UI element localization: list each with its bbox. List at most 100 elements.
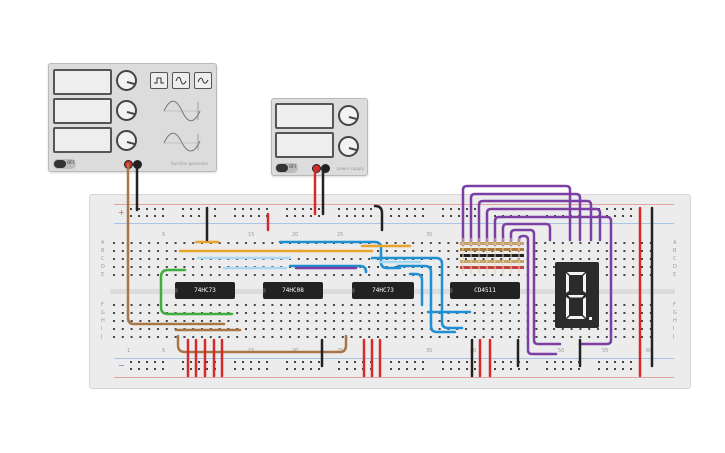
purple-wire bbox=[469, 192, 582, 247]
breadboard-hole bbox=[306, 336, 309, 338]
ic-74hc73-2[interactable]: 74HC73 bbox=[352, 282, 414, 299]
breadboard-hole bbox=[253, 274, 256, 276]
breadboard-hole bbox=[157, 258, 159, 260]
breadboard-hole bbox=[394, 304, 397, 306]
breadboard-hole bbox=[482, 304, 485, 306]
breadboard-hole bbox=[227, 336, 230, 338]
fg-frequency-knob[interactable] bbox=[116, 70, 137, 91]
breadboard-hole bbox=[482, 328, 485, 330]
breadboard-hole bbox=[553, 328, 555, 330]
breadboard-hole bbox=[262, 320, 265, 322]
ps-positive-terminal[interactable] bbox=[312, 164, 321, 173]
breadboard-hole bbox=[253, 328, 256, 330]
breadboard-hole bbox=[139, 328, 142, 330]
breadboard-hole bbox=[442, 215, 444, 217]
breadboard-hole bbox=[412, 304, 415, 306]
breadboard-hole bbox=[614, 266, 617, 268]
breadboard-hole bbox=[535, 328, 538, 330]
ps-display-voltage bbox=[275, 103, 334, 129]
breadboard-hole bbox=[491, 312, 494, 314]
breadboard-hole bbox=[350, 336, 353, 338]
sine-wave-button[interactable] bbox=[194, 72, 212, 89]
breadboard-hole bbox=[315, 320, 318, 322]
breadboard-hole bbox=[289, 336, 291, 338]
breadboard-hole bbox=[324, 258, 327, 260]
breadboard-hole bbox=[398, 368, 400, 370]
breadboard-hole bbox=[438, 242, 441, 244]
breadboard-hole bbox=[465, 336, 467, 338]
top-col-label: 20 bbox=[292, 232, 299, 238]
breadboard-hole bbox=[280, 304, 283, 306]
breadboard-hole bbox=[385, 274, 388, 276]
ps-power-toggle[interactable]: OFF bbox=[275, 163, 298, 173]
breadboard-hole bbox=[377, 274, 379, 276]
breadboard-hole bbox=[377, 304, 379, 306]
square-wave-button[interactable] bbox=[150, 72, 168, 89]
row-label-right: A bbox=[673, 240, 677, 246]
breadboard-hole bbox=[183, 336, 186, 338]
breadboard-hole bbox=[139, 320, 142, 322]
triangle-wave-button[interactable] bbox=[172, 72, 190, 89]
breadboard-hole bbox=[570, 328, 573, 330]
ps-current-knob[interactable] bbox=[338, 136, 359, 157]
breadboard-hole bbox=[553, 304, 555, 306]
breadboard-hole bbox=[491, 320, 494, 322]
fg-offset-knob[interactable] bbox=[116, 130, 137, 151]
breadboard-hole bbox=[324, 274, 327, 276]
breadboard-hole bbox=[482, 320, 485, 322]
bottom-col-label: 55 bbox=[602, 348, 609, 354]
breadboard-hole bbox=[253, 242, 256, 244]
breadboard-hole bbox=[359, 274, 362, 276]
breadboard-hole bbox=[286, 208, 288, 210]
breadboard-hole bbox=[473, 328, 476, 330]
breadboard-hole bbox=[121, 312, 124, 314]
breadboard-hole bbox=[544, 336, 547, 338]
breadboard-hole bbox=[544, 274, 547, 276]
top-col-label: 5 bbox=[162, 232, 166, 238]
fg-power-toggle[interactable]: OFF bbox=[53, 159, 76, 169]
breadboard-hole bbox=[403, 242, 406, 244]
rail-plus-icon: + bbox=[118, 208, 125, 217]
ps-negative-terminal[interactable] bbox=[321, 164, 330, 173]
breadboard-hole bbox=[535, 274, 538, 276]
ps-voltage-knob[interactable] bbox=[338, 105, 359, 126]
breadboard-hole bbox=[447, 274, 450, 276]
fg-amplitude-knob[interactable] bbox=[116, 100, 137, 121]
breadboard-hole bbox=[570, 258, 573, 260]
ic-74hc73-1[interactable]: 74HC73 bbox=[175, 282, 235, 299]
row-label-right: I bbox=[673, 326, 675, 332]
breadboard-hole bbox=[183, 258, 186, 260]
ic-cd4511[interactable]: CD4511 bbox=[450, 282, 520, 299]
breadboard-hole bbox=[362, 208, 364, 210]
breadboard-hole bbox=[346, 368, 348, 370]
breadboard-hole bbox=[570, 368, 572, 370]
breadboard-hole bbox=[473, 258, 476, 260]
breadboard-hole bbox=[473, 304, 476, 306]
breadboard-hole bbox=[154, 208, 156, 210]
breadboard-hole bbox=[422, 215, 424, 217]
breadboard-hole bbox=[306, 312, 309, 314]
breadboard-hole bbox=[359, 336, 362, 338]
seven-segment-display[interactable]: 8. bbox=[555, 262, 599, 328]
breadboard-hole bbox=[390, 361, 392, 363]
breadboard-hole bbox=[622, 361, 624, 363]
breadboard-hole bbox=[605, 336, 608, 338]
breadboard-hole bbox=[632, 250, 635, 252]
breadboard-hole bbox=[588, 328, 591, 330]
ic-74hc08[interactable]: 74HC08 bbox=[263, 282, 323, 299]
breadboard-hole bbox=[494, 361, 496, 363]
right-col-label: 60 bbox=[646, 348, 653, 354]
breadboard-hole bbox=[306, 320, 309, 322]
breadboard-hole bbox=[605, 242, 608, 244]
breadboard-hole bbox=[190, 368, 192, 370]
breadboard-hole bbox=[466, 361, 468, 363]
breadboard-hole bbox=[174, 242, 177, 244]
top-col-label: 25 bbox=[337, 232, 344, 238]
breadboard-hole bbox=[174, 250, 177, 252]
breadboard-hole bbox=[623, 304, 626, 306]
breadboard-hole bbox=[315, 312, 318, 314]
breadboard-hole bbox=[544, 242, 547, 244]
breadboard-hole bbox=[214, 208, 216, 210]
breadboard-hole bbox=[121, 320, 124, 322]
breadboard-hole bbox=[333, 312, 335, 314]
